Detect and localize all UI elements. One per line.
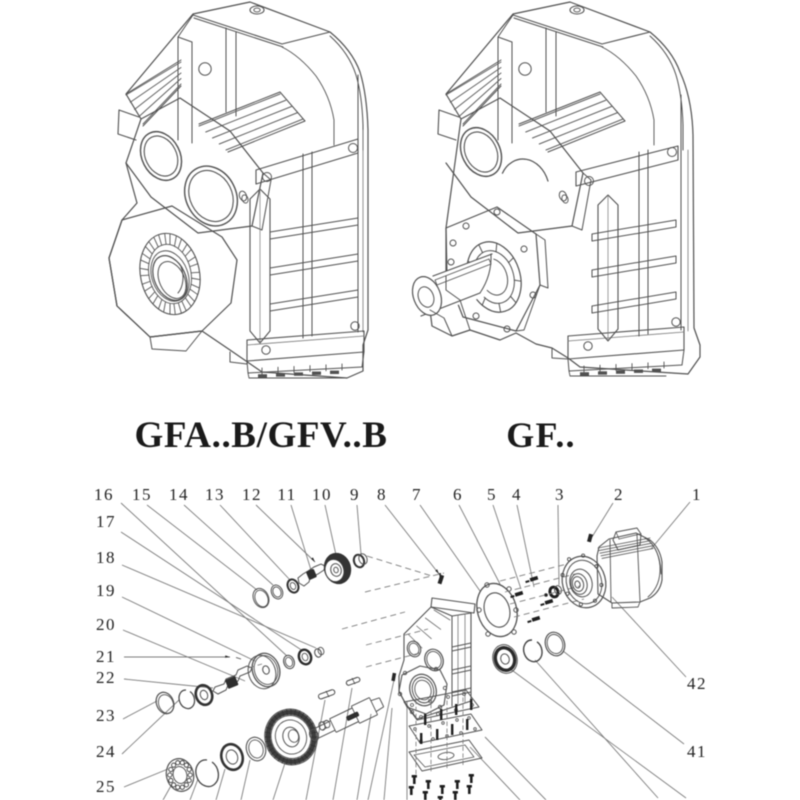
svg-text:14: 14 — [169, 485, 189, 504]
svg-text:22: 22 — [96, 668, 116, 687]
svg-text:19: 19 — [96, 581, 116, 600]
svg-text:15: 15 — [132, 485, 152, 504]
svg-text:11: 11 — [277, 485, 296, 504]
svg-text:21: 21 — [96, 647, 116, 666]
svg-text:16: 16 — [94, 485, 114, 504]
svg-text:20: 20 — [96, 615, 116, 634]
svg-text:42: 42 — [687, 674, 707, 693]
svg-text:3: 3 — [555, 485, 565, 504]
svg-text:GFA..B/GFV..B: GFA..B/GFV..B — [134, 415, 387, 456]
svg-text:6: 6 — [453, 485, 463, 504]
svg-text:7: 7 — [412, 485, 422, 504]
svg-text:12: 12 — [242, 485, 262, 504]
svg-text:41: 41 — [687, 742, 707, 761]
svg-text:23: 23 — [96, 706, 116, 725]
svg-text:GF..: GF.. — [506, 415, 576, 455]
svg-text:1: 1 — [692, 485, 702, 504]
svg-text:10: 10 — [312, 485, 332, 504]
svg-text:17: 17 — [96, 512, 116, 531]
svg-text:2: 2 — [614, 485, 624, 504]
svg-text:9: 9 — [350, 485, 360, 504]
svg-text:4: 4 — [512, 485, 522, 504]
svg-text:25: 25 — [96, 777, 116, 796]
svg-text:18: 18 — [96, 548, 116, 567]
svg-text:24: 24 — [96, 742, 116, 761]
svg-text:8: 8 — [377, 485, 387, 504]
svg-text:5: 5 — [487, 485, 497, 504]
svg-text:13: 13 — [205, 485, 225, 504]
